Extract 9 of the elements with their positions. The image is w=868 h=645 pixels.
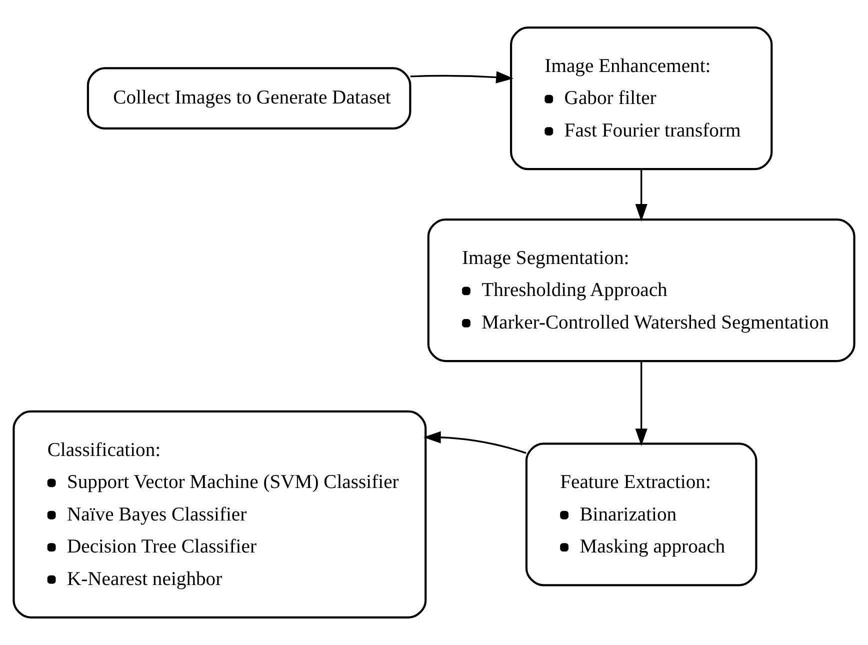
node-box: Image Segmentation: Thresholding Approach Marker-Controlled Watershed Segmentation: [427, 218, 856, 362]
arrow: [423, 431, 526, 454]
arrow: [635, 361, 648, 446]
arrow: [635, 169, 648, 222]
arrow: [410, 71, 514, 84]
node-box: Image Enhancement: Gabor filter Fast Fourier transform: [510, 26, 773, 170]
node-box: Classification: Support Vector Machine (SVM) Classifier Naïve Bayes Classifier Decision Tree Classifier K-Nearest neighbor: [12, 410, 427, 618]
node-box: Feature Extraction: Binarization Masking approach: [525, 442, 758, 586]
node-box: Collect Images to Generate Dataset: [86, 67, 412, 130]
